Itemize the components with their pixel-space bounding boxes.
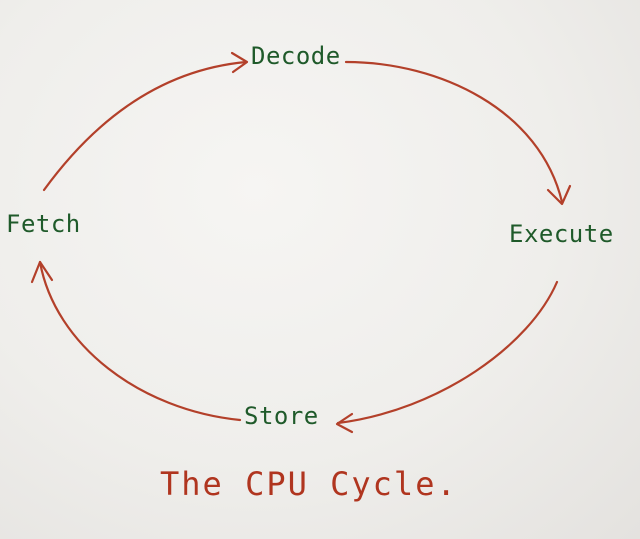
arrow-execute-to-store <box>336 280 559 425</box>
node-store: Store <box>244 402 319 430</box>
arrowhead-decode <box>230 51 249 74</box>
arrowhead-execute <box>546 184 572 206</box>
node-decode: Decode <box>251 42 341 70</box>
arrow-decode-to-execute <box>344 60 564 204</box>
diagram-title: The CPU Cycle. <box>160 465 458 503</box>
node-fetch: Fetch <box>6 210 81 238</box>
arrowhead-fetch <box>30 260 54 284</box>
arrow-store-to-fetch <box>38 260 242 422</box>
arrow-fetch-to-decode <box>42 60 248 192</box>
node-execute: Execute <box>509 220 614 248</box>
arrowhead-store <box>335 412 354 434</box>
